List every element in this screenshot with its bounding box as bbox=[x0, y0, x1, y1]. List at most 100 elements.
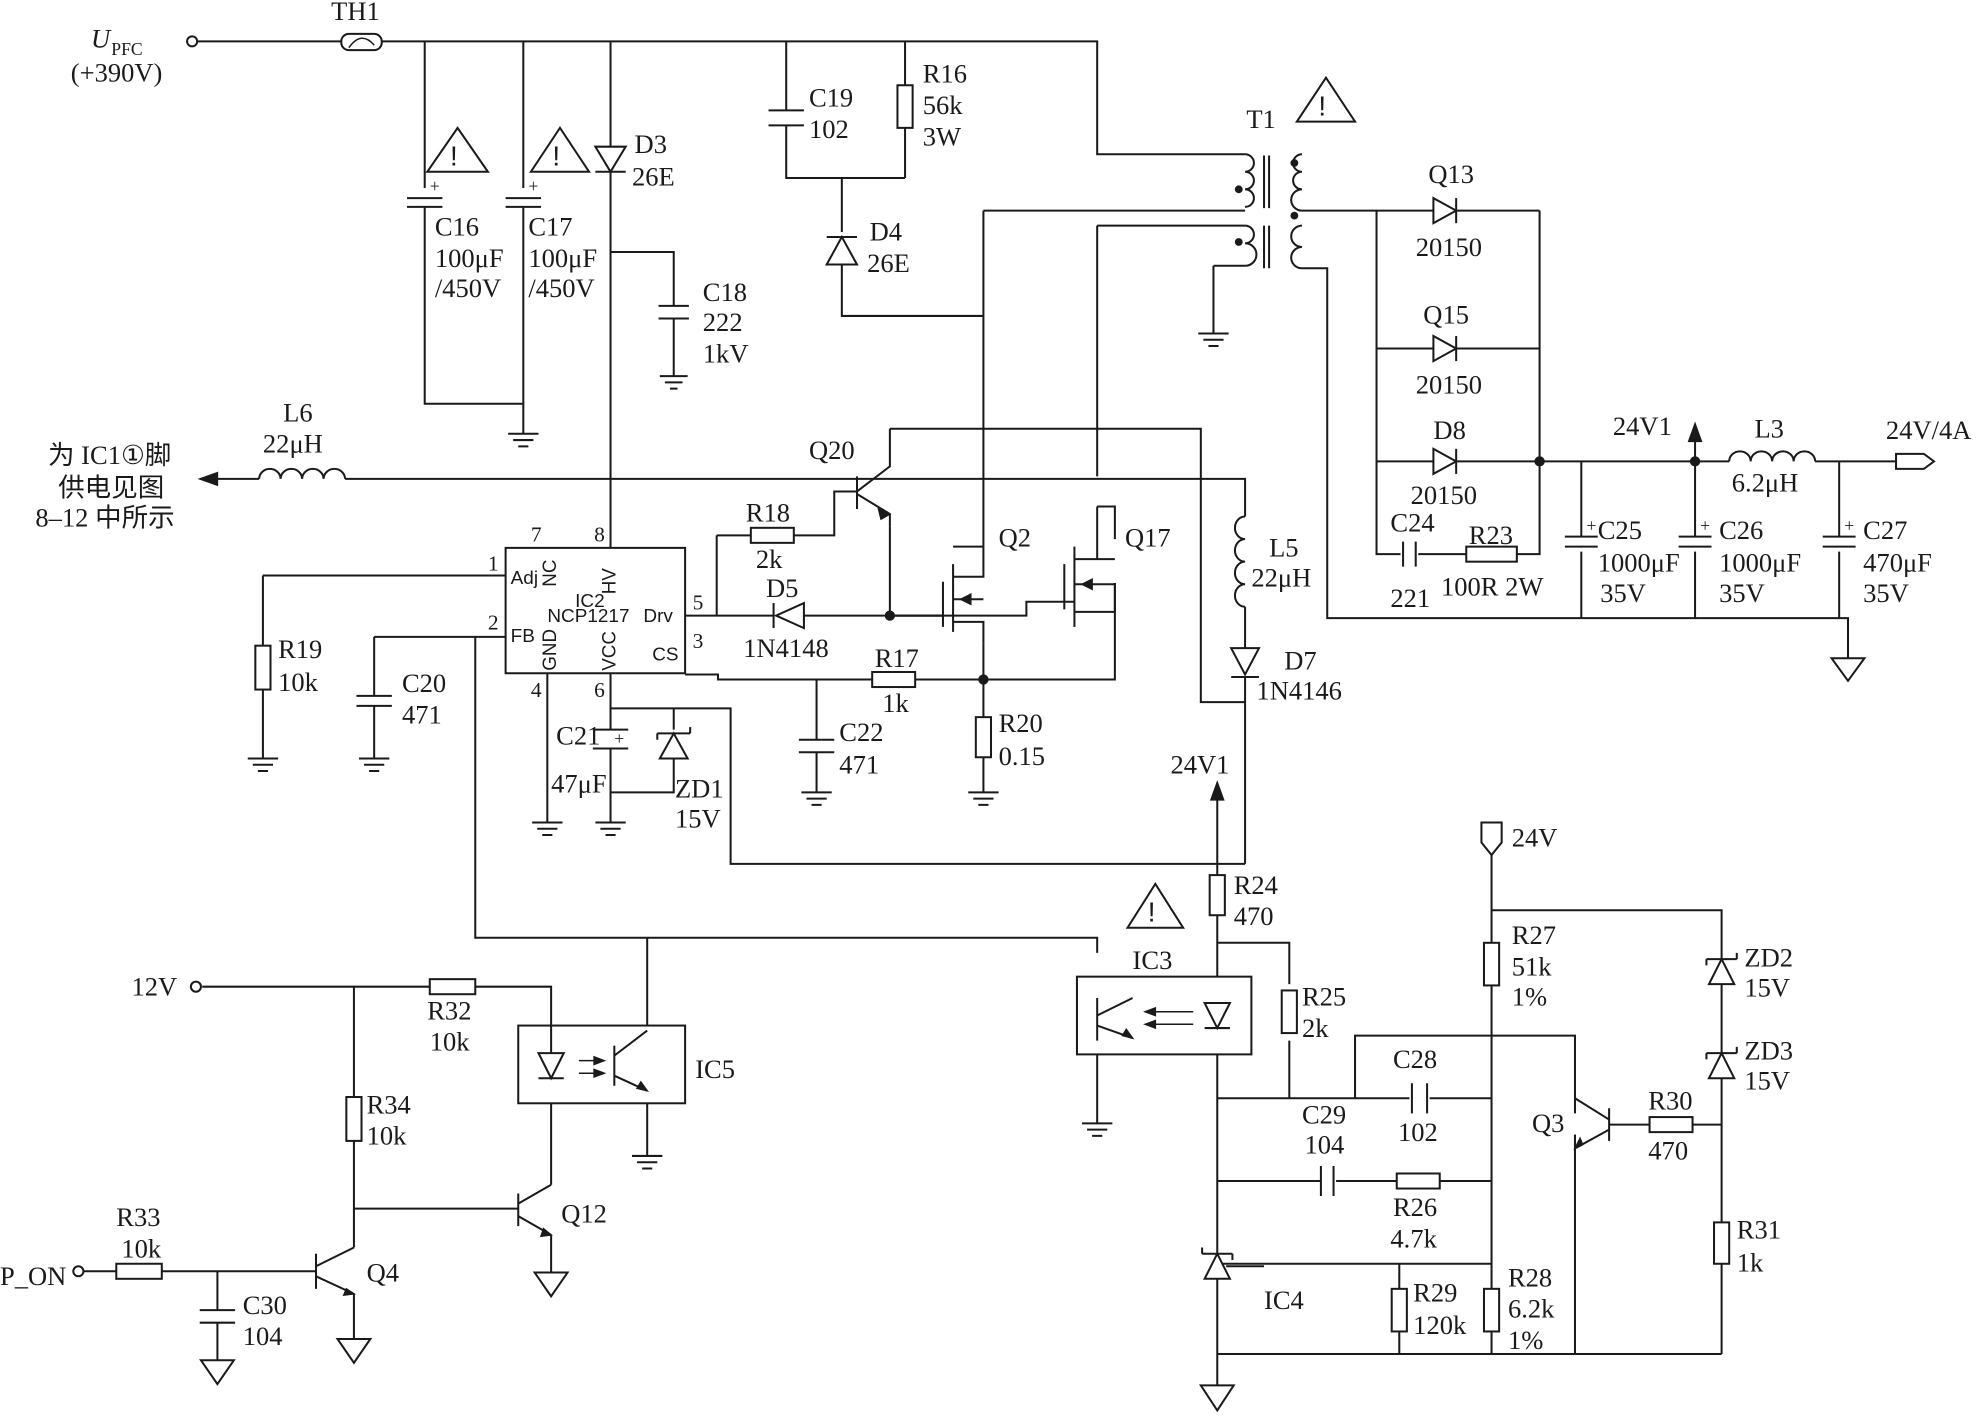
svg-text:ZD1: ZD1 bbox=[675, 773, 724, 803]
svg-text:7: 7 bbox=[531, 523, 542, 547]
resistor-r27: R27 51k 1% bbox=[1482, 920, 1556, 1012]
svg-text:P_ON: P_ON bbox=[0, 1261, 66, 1291]
svg-text:ZD3: ZD3 bbox=[1744, 1036, 1793, 1066]
svg-text:D7: D7 bbox=[1284, 646, 1316, 676]
svg-text:NC: NC bbox=[540, 560, 561, 587]
svg-text:R31: R31 bbox=[1737, 1215, 1781, 1245]
inductor-l6: L6 22μH bbox=[197, 397, 347, 487]
svg-text:6.2k: 6.2k bbox=[1508, 1294, 1555, 1324]
svg-text:1kV: 1kV bbox=[703, 338, 749, 368]
svg-text:CS: CS bbox=[652, 645, 678, 666]
svg-text:C29: C29 bbox=[1302, 1099, 1346, 1129]
diode-d5: D5 1N4148 bbox=[743, 573, 828, 663]
diode-q13: Q13 20150 bbox=[1416, 159, 1482, 262]
svg-text:NCP1217: NCP1217 bbox=[547, 606, 629, 627]
svg-text:222: 222 bbox=[703, 307, 743, 337]
svg-text:Q3: Q3 bbox=[1532, 1108, 1564, 1138]
svg-text:IC3: IC3 bbox=[1133, 945, 1173, 975]
svg-text:D5: D5 bbox=[766, 573, 798, 603]
svg-text:56k: 56k bbox=[923, 90, 964, 120]
capacitor-c20: C20 471 bbox=[356, 668, 446, 729]
svg-text:12V: 12V bbox=[131, 972, 177, 1002]
svg-text:GND: GND bbox=[540, 629, 561, 671]
svg-text:15V: 15V bbox=[675, 804, 721, 834]
transistor-q12: Q12 bbox=[517, 1183, 607, 1238]
svg-text:+: + bbox=[528, 176, 538, 196]
svg-text:C17: C17 bbox=[528, 212, 572, 242]
upfc-terminal: U PFC (+390V) bbox=[71, 24, 199, 87]
svg-text:1%: 1% bbox=[1512, 982, 1547, 1012]
svg-text:R32: R32 bbox=[427, 995, 471, 1025]
diode-q15: Q15 20150 bbox=[1416, 300, 1482, 400]
svg-text:Q20: Q20 bbox=[809, 435, 855, 465]
svg-text:R19: R19 bbox=[278, 634, 322, 664]
svg-text:IC2: IC2 bbox=[575, 591, 604, 612]
svg-text:C24: C24 bbox=[1390, 508, 1434, 538]
svg-text:1k: 1k bbox=[1737, 1247, 1764, 1277]
svg-text:R16: R16 bbox=[923, 59, 967, 89]
capacitor-c16: + C16 100μF /450V bbox=[407, 176, 504, 303]
svg-text:20150: 20150 bbox=[1416, 232, 1482, 262]
svg-text:470μF: 470μF bbox=[1863, 548, 1932, 578]
svg-text:C21: C21 bbox=[556, 721, 600, 751]
svg-text:5: 5 bbox=[693, 590, 704, 614]
svg-text:100R 2W: 100R 2W bbox=[1441, 572, 1543, 602]
shunt-regulator-ic4: IC4 bbox=[1201, 1247, 1304, 1315]
optocoupler-ic5: IC5 bbox=[517, 1024, 735, 1105]
svg-text:L6: L6 bbox=[283, 397, 312, 427]
resistor-r24: R24 470 bbox=[1208, 870, 1278, 931]
svg-text:10k: 10k bbox=[121, 1234, 162, 1264]
svg-text:471: 471 bbox=[402, 700, 442, 730]
svg-text:102: 102 bbox=[809, 114, 849, 144]
svg-text:IC5: IC5 bbox=[695, 1054, 735, 1084]
svg-text:104: 104 bbox=[1304, 1130, 1344, 1160]
svg-text:24V1: 24V1 bbox=[1613, 411, 1672, 441]
zener-zd2: ZD2 15V bbox=[1705, 943, 1793, 1003]
ic-ncp1217: IC2 NCP1217 Adj FB Drv CS NC HV GND VCC … bbox=[488, 523, 704, 702]
svg-text:R17: R17 bbox=[875, 643, 919, 673]
svg-text:1N4146: 1N4146 bbox=[1256, 676, 1341, 706]
capacitor-c21: + C21 47μF bbox=[551, 721, 629, 798]
svg-text:24V1: 24V1 bbox=[1170, 750, 1229, 780]
svg-text:8: 8 bbox=[594, 523, 605, 547]
svg-text:R30: R30 bbox=[1648, 1086, 1692, 1116]
svg-text:1000μF: 1000μF bbox=[1598, 548, 1680, 578]
svg-text:+: + bbox=[1844, 516, 1854, 536]
svg-text:22μH: 22μH bbox=[263, 429, 323, 459]
transformer-t1: T1 bbox=[1234, 104, 1303, 270]
svg-text:FB: FB bbox=[511, 626, 535, 647]
inductor-l5: L5 22μH bbox=[1234, 515, 1311, 608]
diode-d8: D8 20150 bbox=[1411, 415, 1477, 510]
resistor-r25: R25 2k bbox=[1280, 982, 1346, 1043]
svg-text:47μF: 47μF bbox=[551, 768, 607, 798]
svg-text:C26: C26 bbox=[1719, 515, 1763, 545]
resistor-r26: R26 4.7k bbox=[1390, 1172, 1441, 1253]
svg-text:供电见图: 供电见图 bbox=[58, 473, 164, 503]
capacitor-c18: C18 222 1kV bbox=[658, 277, 749, 368]
svg-text:100μF: 100μF bbox=[435, 243, 504, 273]
svg-text:C28: C28 bbox=[1393, 1044, 1437, 1074]
zener-zd3: ZD3 15V bbox=[1705, 1036, 1793, 1095]
capacitor-c24: C24 221 bbox=[1390, 508, 1434, 613]
svg-text:Adj: Adj bbox=[511, 568, 538, 589]
svg-text:35V: 35V bbox=[1719, 578, 1765, 608]
svg-text:D3: D3 bbox=[635, 129, 667, 159]
svg-text:51k: 51k bbox=[1512, 952, 1553, 982]
svg-text:Q13: Q13 bbox=[1428, 159, 1474, 189]
svg-text:R20: R20 bbox=[999, 708, 1043, 738]
svg-text:15V: 15V bbox=[1744, 973, 1790, 1003]
capacitor-c19: C19 102 bbox=[768, 83, 853, 144]
svg-text:C27: C27 bbox=[1863, 515, 1907, 545]
resistor-r31: R31 1k bbox=[1713, 1215, 1781, 1277]
wires bbox=[83, 40, 1897, 1361]
svg-text:+: + bbox=[430, 176, 440, 196]
svg-text:为 IC1①脚: 为 IC1①脚 bbox=[48, 440, 171, 470]
svg-text:R28: R28 bbox=[1508, 1262, 1552, 1292]
svg-text:R24: R24 bbox=[1234, 870, 1278, 900]
svg-text:R33: R33 bbox=[116, 1202, 160, 1232]
svg-text:R34: R34 bbox=[367, 1089, 411, 1119]
svg-text:26E: 26E bbox=[867, 248, 910, 278]
inductor-l3: L3 6.2μH bbox=[1728, 414, 1817, 497]
svg-text:D8: D8 bbox=[1433, 415, 1465, 445]
svg-text:104: 104 bbox=[243, 1321, 283, 1351]
